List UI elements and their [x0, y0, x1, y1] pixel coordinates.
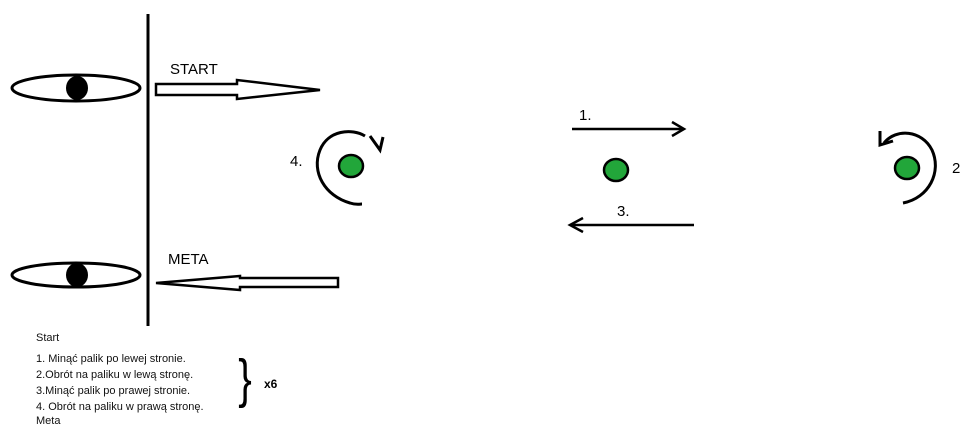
eye-icon-top: [10, 73, 142, 103]
step-2-label: 2: [952, 160, 960, 177]
pole-centre: [602, 157, 630, 183]
rotate-clockwise-arrowhead: [368, 135, 385, 154]
start-arrow: [154, 78, 321, 101]
pole-left: [337, 153, 365, 179]
instruction-item: 4. Obrót na paliku w prawą stronę.: [36, 401, 204, 413]
start-label: START: [170, 61, 218, 78]
instruction-item: 1. Minąć palik po lewej stronie.: [36, 353, 186, 365]
step-3-label: 3.: [617, 203, 630, 220]
rotate-counterclockwise-arrowhead: [878, 131, 894, 148]
meta-arrow: [155, 274, 340, 292]
repeat-count: x6: [264, 377, 278, 391]
meta-label: META: [168, 251, 209, 268]
rotate-clockwise-icon: [315, 130, 366, 206]
instructions-title: Start: [36, 332, 60, 344]
step-3-arrowhead: [567, 216, 584, 234]
instructions-end: Meta: [36, 415, 61, 427]
instruction-item: 2.Obrót na paliku w lewą stronę.: [36, 369, 194, 381]
step-4-label: 4.: [290, 153, 303, 170]
pole-right: [893, 155, 921, 181]
instruction-item: 3.Minąć palik po prawej stronie.: [36, 385, 191, 397]
instructions: Start 1. Minąć palik po lewej stronie. 2…: [36, 330, 204, 428]
step-1-label: 1.: [579, 107, 592, 124]
step-1-arrowhead: [671, 120, 687, 138]
rotate-counterclockwise-icon: [882, 131, 937, 205]
eye-icon-bottom: [10, 261, 142, 289]
repeat-brace: }: [238, 349, 252, 409]
